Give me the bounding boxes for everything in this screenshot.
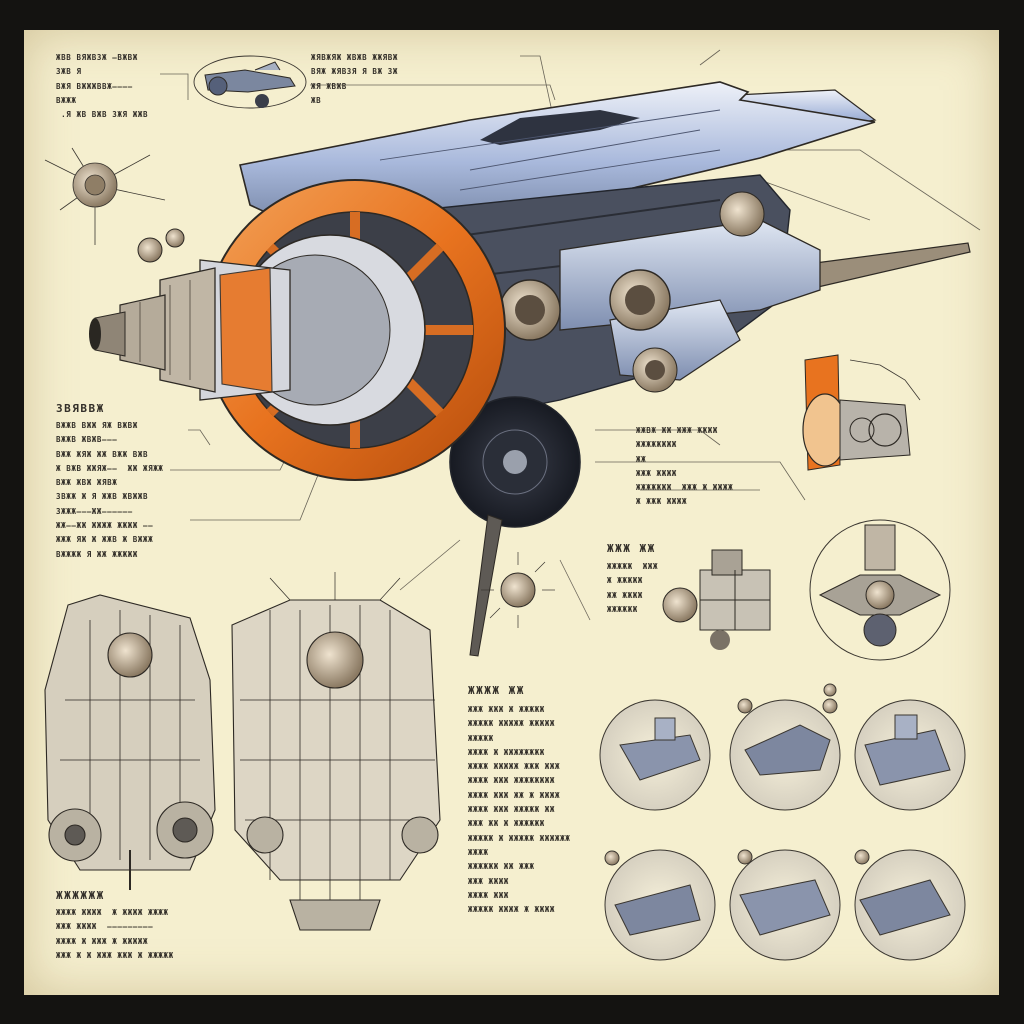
engine-radial-diagram — [809, 519, 951, 661]
sensor-orb-sketch — [481, 552, 555, 628]
landing-gear-elevation-right — [231, 572, 441, 931]
spaceship-main-cutaway — [89, 81, 971, 657]
vignette-3 — [854, 699, 966, 811]
annotation-top-center: ЖЯВЖЯЖ ЖВЖВ ЖЖЯВЖ ВЯЖ ЖЯВЗЯ Я ВЖ ЗЖ ЖЯ Ж… — [311, 53, 398, 105]
annotation-bottom-center-heading: ЖЖЖЖ ЖЖ — [468, 684, 525, 697]
turret-assembly-sketch — [662, 549, 771, 650]
vignette-2 — [729, 699, 841, 811]
annotation-center-right: ЖЖЖЖЖ ЖЖЖ Ж ЖЖЖЖЖ ЖЖ ЖЖЖЖ ЖЖЖЖЖЖ — [607, 562, 659, 614]
annotation-bottom-left-heading: ЖЖЖЖЖЖ — [56, 889, 105, 902]
reactor-module-sketch — [802, 354, 921, 471]
vignette-6 — [854, 849, 966, 961]
vignette-4 — [604, 849, 716, 961]
annotation-right-mid: ЖЖВЖ ЖЖ ЖЖЖ ЖЖЖЖ ЖЖЖЖЖЖЖЖ ЖЖ ЖЖЖ ЖЖЖЖ ЖЖ… — [636, 426, 734, 507]
vignette-5 — [729, 849, 841, 961]
annotation-left-mid-heading: ЗВЯВВЖ — [56, 402, 105, 415]
annotation-bottom-center: ЖЖЖ ЖЖЖ Ж ЖЖЖЖЖ ЖЖЖЖЖ ЖЖЖЖЖ ЖЖЖЖЖ ЖЖЖЖЖ … — [468, 705, 571, 915]
landing-gear-elevation-left — [44, 594, 216, 890]
mini-craft-sketch — [193, 55, 307, 109]
vignette-1 — [599, 699, 711, 811]
annotation-left-mid: ВЖЖВ ВЖЖ ЯЖ ВЖВЖ ВЖЖВ ЖВЖВ——— ВЖЖ ЖЯЖ ЖЖ… — [56, 421, 164, 559]
annotation-bottom-left: ЖЖЖЖ ЖЖЖЖ Ж ЖЖЖЖ ЖЖЖЖ ЖЖЖ ЖЖЖЖ —————————… — [56, 908, 174, 960]
sensor-gizmo-sketch — [44, 147, 166, 245]
annotation-top-left: ЖВВ ВЯЖВЗЖ —ВЖВЖ ЗЖВ Я ВЖЯ ВЖЖЖВВЖ———— В… — [56, 53, 149, 120]
vignette-grid — [599, 683, 966, 961]
annotation-center-right-heading: ЖЖЖ ЖЖ — [607, 542, 656, 555]
leader-lines — [160, 49, 981, 621]
